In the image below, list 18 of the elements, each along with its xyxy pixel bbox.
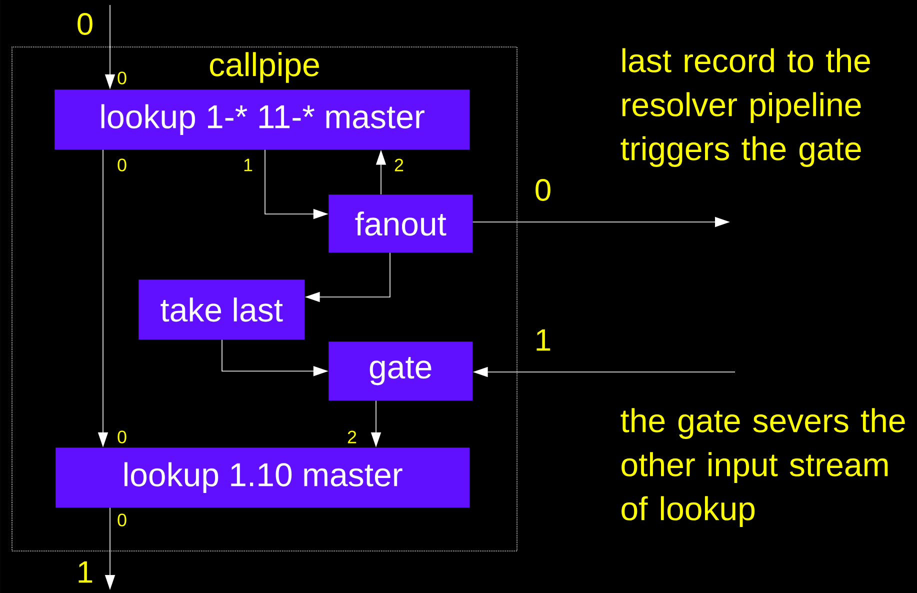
process-box: fanout [328,194,473,253]
process-box: lookup 1-* 11-* master [54,90,470,150]
port-number: 1 [244,158,252,172]
edge-label: 0 [533,178,553,202]
process-box: take last [138,280,305,340]
note-text: the gate severs the other input stream of lookup [620,408,905,527]
edge-label: 1 [533,328,553,352]
port-number: 0 [118,514,126,526]
port-number: 0 [118,158,126,172]
port-number: 2 [394,158,404,172]
edge-label: 1 [75,560,95,584]
process-box: lookup 1.10 master [56,448,470,508]
port-number: 0 [118,430,126,444]
edge-label: 0 [75,12,95,36]
port-number: 2 [348,430,356,444]
note-text: last record to the resolver pipeline triggers the gate [620,48,870,167]
process-box: gate [328,342,473,401]
port-number: 0 [118,72,126,84]
